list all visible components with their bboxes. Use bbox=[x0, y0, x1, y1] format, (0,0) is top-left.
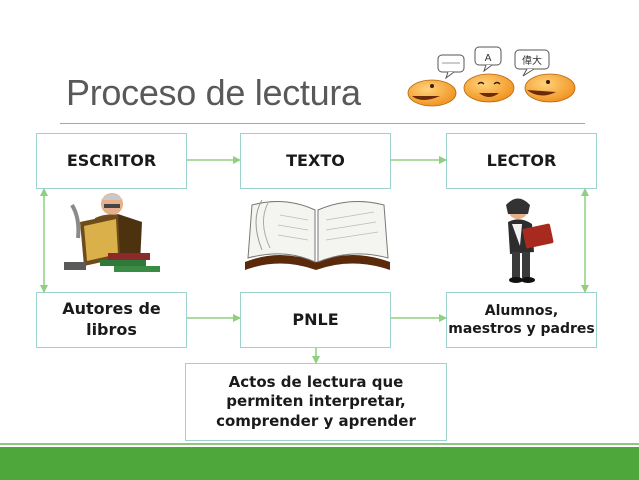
box-texto-label: TEXTO bbox=[286, 150, 345, 170]
footer-accent-line bbox=[0, 443, 639, 445]
page-title: Proceso de lectura bbox=[66, 72, 361, 113]
box-autores: Autores de libros bbox=[36, 292, 187, 348]
box-texto: TEXTO bbox=[240, 133, 391, 189]
box-lector: LECTOR bbox=[446, 133, 597, 189]
box-autores-line1: Autores de bbox=[62, 299, 161, 319]
box-lector-label: LECTOR bbox=[486, 150, 557, 170]
bubble-text-right: 偉大 bbox=[522, 54, 542, 67]
box-actos: Actos de lectura que permiten interpreta… bbox=[185, 363, 447, 441]
title-divider bbox=[60, 123, 585, 124]
box-escritor: ESCRITOR bbox=[36, 133, 187, 189]
box-alumnos-line1: Alumnos, bbox=[484, 302, 559, 319]
box-actos-line3: comprender y aprender bbox=[216, 411, 416, 430]
box-escritor-label: ESCRITOR bbox=[66, 150, 157, 170]
footer-band bbox=[0, 447, 639, 480]
box-autores-line2: libros bbox=[86, 320, 137, 339]
bubble-text-center: A bbox=[485, 53, 492, 64]
box-alumnos-line2: maestros y padres bbox=[448, 321, 595, 337]
box-alumnos: Alumnos, maestros y padres bbox=[446, 292, 597, 348]
box-actos-line1: Actos de lectura que bbox=[228, 372, 404, 391]
box-pnle-label: PNLE bbox=[292, 309, 339, 329]
box-pnle: PNLE bbox=[240, 292, 391, 348]
box-actos-line2: permiten interpretar, bbox=[226, 392, 406, 411]
